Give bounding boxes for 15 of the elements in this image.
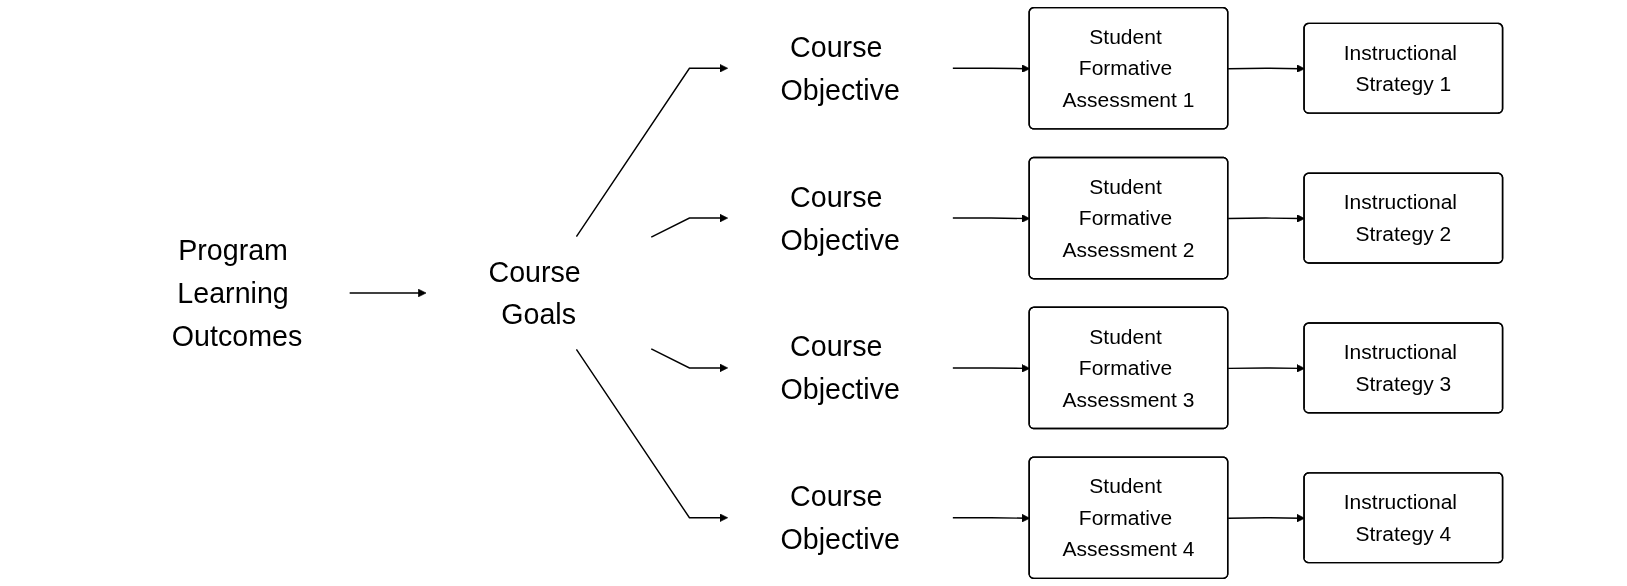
arrow <box>348 288 427 298</box>
node-text: Program Learning Outcomes <box>171 234 303 352</box>
node-text: Course Objective <box>780 31 900 106</box>
node-text: Course Goals <box>488 255 581 331</box>
node-text: Course Objective <box>780 330 900 406</box>
arrow <box>1227 214 1305 223</box>
arrow <box>575 64 728 238</box>
node-text: Course Objective <box>780 180 900 256</box>
node-text: Course Objective <box>780 480 900 555</box>
arrow <box>650 213 728 238</box>
arrow <box>575 348 728 522</box>
arrow <box>1227 364 1305 373</box>
arrow <box>1227 64 1305 73</box>
arrow <box>650 348 728 373</box>
arrow <box>1227 513 1305 523</box>
